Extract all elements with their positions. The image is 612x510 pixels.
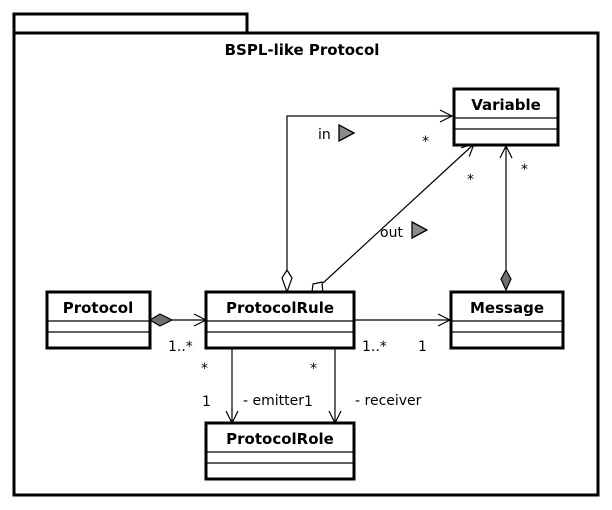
- in-target-multiplicity: *: [422, 134, 429, 150]
- receiver-source-multiplicity: *: [310, 361, 317, 377]
- in-label: in: [318, 127, 331, 143]
- class-protocol-role[interactable]: ProtocolRole: [204, 421, 356, 481]
- assoc-in-edge: [286, 116, 452, 285]
- protocol-rules-multiplicity: 1..*: [168, 339, 193, 355]
- class-variable[interactable]: Variable: [452, 87, 560, 147]
- assoc-out-edge: [322, 144, 474, 284]
- association-edges: [172, 116, 506, 423]
- emitter-source-multiplicity: *: [201, 361, 208, 377]
- in-direction-arrow: [338, 123, 356, 143]
- receiver-target-multiplicity: 1: [304, 394, 313, 410]
- rule-message-target-multiplicity: 1: [418, 339, 427, 355]
- class-name: ProtocolRole: [226, 430, 334, 448]
- emitter-target-multiplicity: 1: [202, 394, 211, 410]
- receiver-role-label: - receiver: [355, 393, 422, 409]
- emitter-role-label: - emitter: [243, 393, 304, 409]
- class-message[interactable]: Message: [449, 290, 565, 350]
- message-variable-multiplicity: *: [521, 162, 528, 178]
- package-tab: [12, 12, 249, 35]
- association-labels: in * out * * 1..* 1..* 1 * 1 - emitter *…: [168, 127, 528, 410]
- out-label: out: [380, 225, 403, 241]
- out-target-multiplicity: *: [467, 172, 474, 188]
- out-direction-arrow: [411, 220, 429, 240]
- message-composition-diamond: [500, 268, 512, 292]
- class-name: Message: [470, 299, 544, 317]
- class-name: ProtocolRule: [226, 299, 334, 317]
- package-title: BSPL-like Protocol: [225, 41, 380, 59]
- class-name: Variable: [471, 96, 541, 114]
- protocol-composition-diamond: [148, 313, 174, 327]
- rule-message-source-multiplicity: 1..*: [362, 339, 387, 355]
- class-protocol[interactable]: Protocol: [45, 290, 152, 350]
- class-protocol-rule[interactable]: ProtocolRule: [204, 290, 356, 350]
- class-name: Protocol: [63, 299, 134, 317]
